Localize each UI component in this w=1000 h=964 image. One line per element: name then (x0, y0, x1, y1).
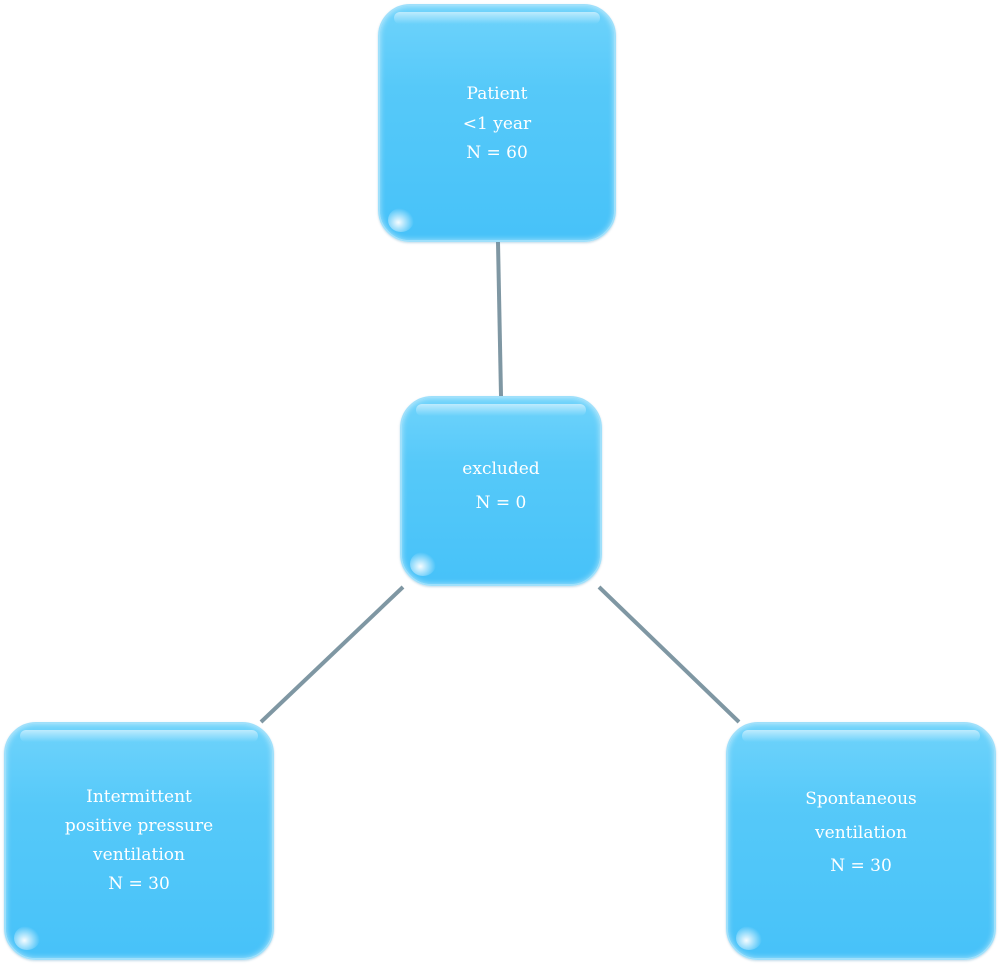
patient-count: N = 60 (466, 142, 528, 163)
patient-node: Patient <1 year N = 60 (378, 4, 616, 242)
ippv-label-line-1: Intermittent (86, 787, 192, 807)
edge-patient-excluded (496, 241, 503, 397)
patient-age-criterion: <1 year (462, 113, 532, 134)
ippv-label-line-3: ventilation (93, 845, 185, 865)
ippv-label-line-2: positive pressure (64, 816, 214, 836)
sv-count: N = 30 (830, 855, 892, 876)
excluded-node: excluded N = 0 (400, 396, 602, 586)
patient-label: Patient (466, 83, 528, 104)
edge-excluded-sv (597, 585, 741, 724)
ippv-node: Intermittent positive pressure ventilati… (4, 722, 274, 960)
sv-label-line-1: Spontaneous (805, 788, 917, 809)
excluded-label: excluded (462, 459, 540, 479)
sv-node: Spontaneous ventilation N = 30 (726, 722, 996, 960)
ippv-count: N = 30 (108, 874, 170, 894)
edge-excluded-ippv (259, 585, 405, 724)
sv-label-line-2: ventilation (815, 822, 907, 843)
excluded-count: N = 0 (475, 493, 527, 513)
